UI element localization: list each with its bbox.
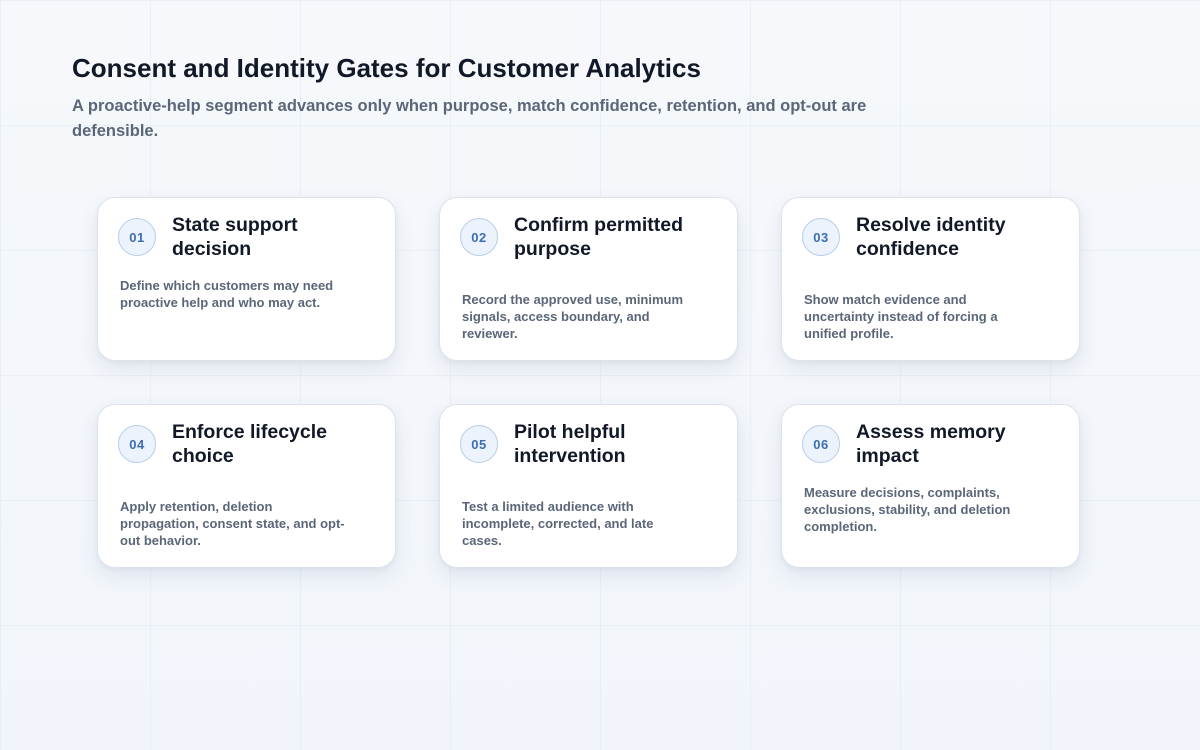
step-title: Resolve identity confidence [856,214,1006,260]
step-title: Enforce lifecycle choice [172,421,327,467]
step-number-badge: 06 [802,425,840,463]
step-description: Record the approved use, minimum signals… [462,292,684,341]
step-title: State support decision [172,214,298,260]
step-title: Assess memory impact [856,421,1006,467]
step-number-badge: 02 [460,218,498,256]
step-card-header: 03 Resolve identity confidence [802,198,1061,276]
page-title: Consent and Identity Gates for Customer … [72,53,701,83]
step-number-badge: 05 [460,425,498,463]
header: Consent and Identity Gates for Customer … [72,52,932,144]
step-description: Show match evidence and uncertainty inst… [804,292,998,341]
step-title: Confirm permitted purpose [514,214,684,260]
step-card-1: 01 State support decision Define which c… [97,197,396,361]
step-title: Pilot helpful intervention [514,421,626,467]
step-number-badge: 04 [118,425,156,463]
step-card-header: 05 Pilot helpful intervention [460,405,719,483]
page-subtitle: A proactive-help segment advances only w… [72,97,867,140]
step-card-header: 02 Confirm permitted purpose [460,198,719,276]
step-card-5: 05 Pilot helpful intervention Test a lim… [439,404,738,568]
step-card-2: 02 Confirm permitted purpose Record the … [439,197,738,361]
step-number-badge: 01 [118,218,156,256]
step-card-3: 03 Resolve identity confidence Show matc… [781,197,1080,361]
step-description: Test a limited audience with incomplete,… [462,499,654,548]
step-description: Apply retention, deletion propagation, c… [120,499,345,548]
step-card-header: 01 State support decision [118,198,377,276]
step-card-header: 06 Assess memory impact [802,405,1061,483]
step-description: Define which customers may need proactiv… [120,278,334,310]
step-number-badge: 03 [802,218,840,256]
step-card-6: 06 Assess memory impact Measure decision… [781,404,1080,568]
step-description: Measure decisions, complaints, exclusion… [804,485,1011,534]
step-card-header: 04 Enforce lifecycle choice [118,405,377,483]
step-card-4: 04 Enforce lifecycle choice Apply retent… [97,404,396,568]
steps-grid: 01 State support decision Define which c… [97,197,1080,568]
